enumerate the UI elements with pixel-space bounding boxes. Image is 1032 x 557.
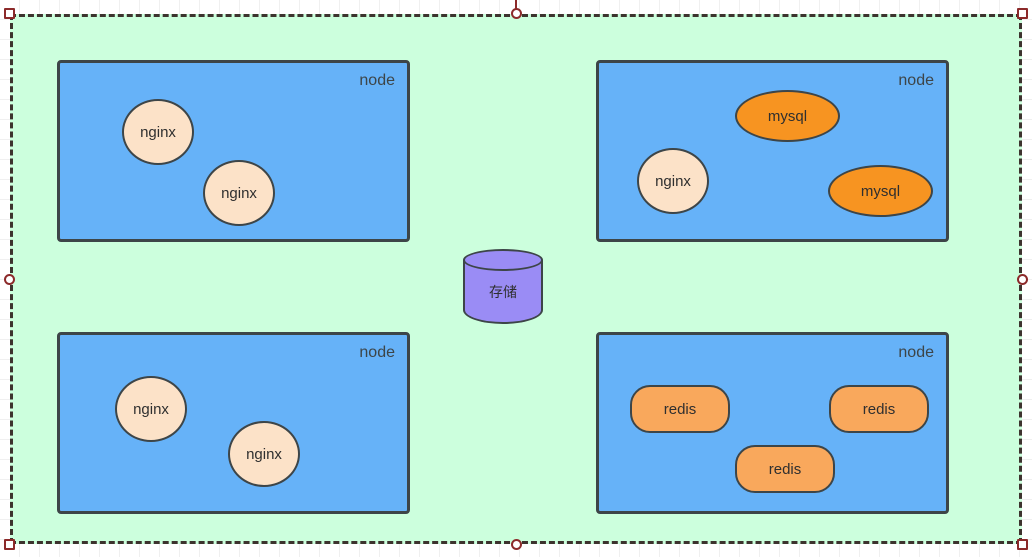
node-label: node bbox=[898, 72, 934, 89]
cylinder-top-ellipse bbox=[463, 249, 543, 271]
handle-middle-left[interactable] bbox=[4, 273, 15, 285]
service-redis[interactable]: redis bbox=[829, 385, 929, 433]
service-mysql[interactable]: mysql bbox=[828, 165, 933, 217]
handle-bottom-right[interactable] bbox=[1017, 539, 1028, 550]
handle-top-middle[interactable] bbox=[510, 8, 522, 19]
handle-middle-right[interactable] bbox=[1017, 273, 1028, 285]
handle-top-right[interactable] bbox=[1017, 8, 1028, 19]
service-redis[interactable]: redis bbox=[735, 445, 835, 493]
service-nginx[interactable]: nginx bbox=[203, 160, 275, 226]
node-box-top-right[interactable]: node mysql nginx mysql bbox=[596, 60, 949, 242]
node-label: node bbox=[359, 344, 395, 361]
service-nginx[interactable]: nginx bbox=[637, 148, 709, 214]
service-redis[interactable]: redis bbox=[630, 385, 730, 433]
storage-label: 存储 bbox=[489, 284, 517, 300]
rotate-stem bbox=[515, 0, 517, 10]
node-label: node bbox=[898, 344, 934, 361]
handle-bottom-left[interactable] bbox=[4, 539, 15, 550]
service-nginx[interactable]: nginx bbox=[228, 421, 300, 487]
storage-cylinder[interactable]: 存储 bbox=[463, 249, 543, 335]
service-nginx[interactable]: nginx bbox=[122, 99, 194, 165]
node-box-top-left[interactable]: node nginx nginx bbox=[57, 60, 410, 242]
service-mysql[interactable]: mysql bbox=[735, 90, 840, 142]
node-label: node bbox=[359, 72, 395, 89]
handle-top-left[interactable] bbox=[4, 8, 15, 19]
handle-bottom-middle[interactable] bbox=[510, 539, 522, 550]
selected-group[interactable]: node nginx nginx node mysql nginx mysql … bbox=[4, 0, 1028, 550]
node-box-bottom-right[interactable]: node redis redis redis bbox=[596, 332, 949, 514]
node-box-bottom-left[interactable]: node nginx nginx bbox=[57, 332, 410, 514]
service-nginx[interactable]: nginx bbox=[115, 376, 187, 442]
